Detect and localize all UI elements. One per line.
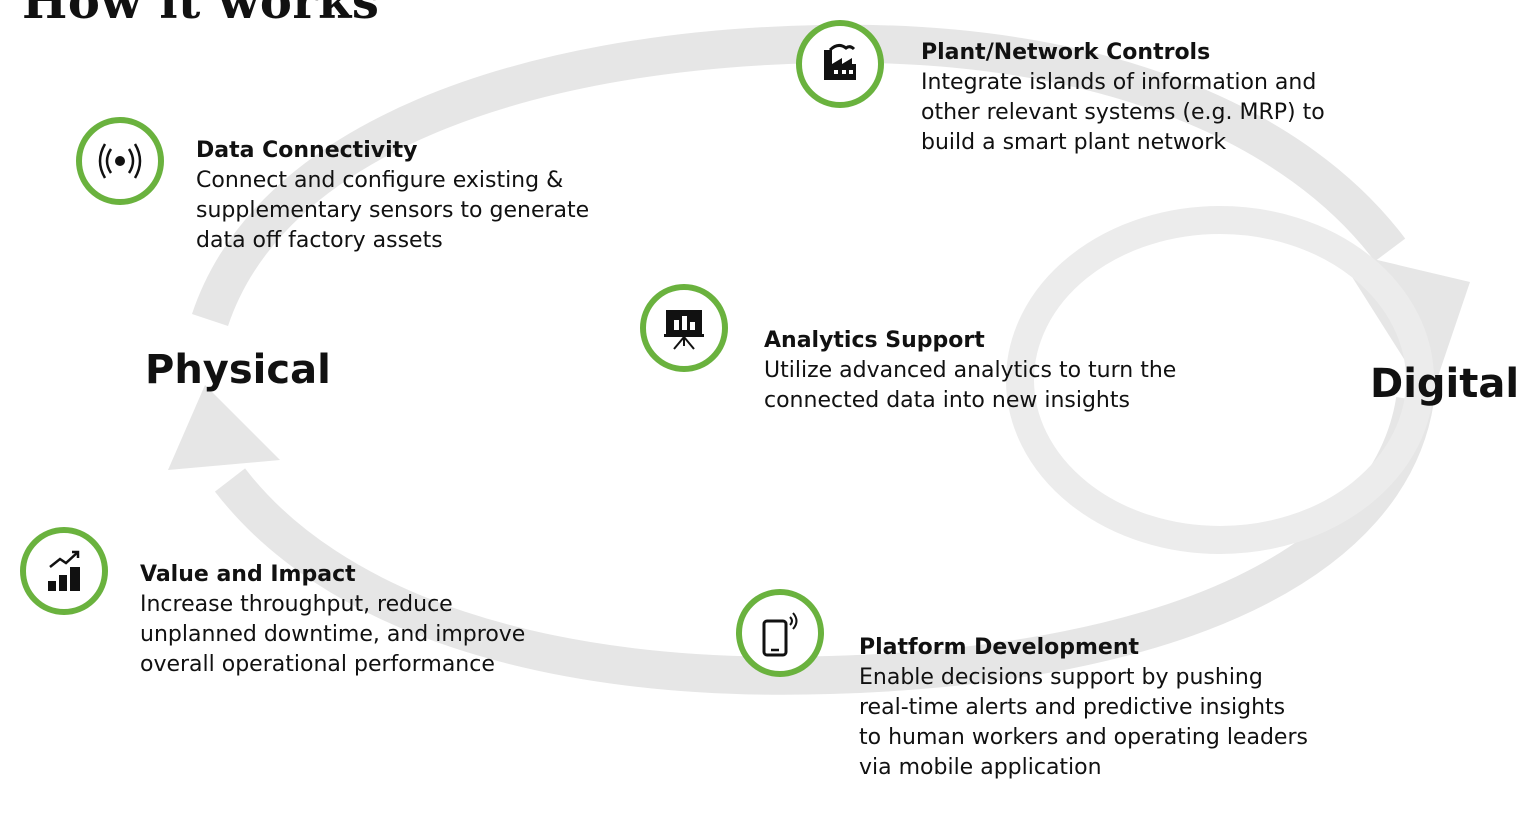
step-title: Analytics Support [764,328,985,353]
growth-glyph [48,550,80,591]
step-value-and-impact: Value and Impact Increase throughput, re… [140,560,570,680]
step-platform-development: Platform Development Enable decisions su… [859,633,1309,783]
step-plant-network-controls: Plant/Network Controls Integrate islands… [921,38,1361,158]
mobile-glyph [762,612,798,657]
mobile-signal-icon [736,589,824,677]
step-description: Utilize advanced analytics to turn the c… [764,358,1177,413]
digital-label: Digital [1370,361,1520,407]
factory-icon [796,20,884,108]
step-title: Platform Development [859,635,1140,660]
presentation-icon [640,284,728,372]
growth-chart-icon [20,527,108,615]
factory-glyph [824,43,856,80]
step-description: Connect and configure existing & supplem… [196,168,590,253]
lower-arrow-shaft [214,396,1434,695]
signal-icon [76,117,164,205]
step-title: Value and Impact [140,562,356,587]
step-analytics-support: Analytics Support Utilize advanced analy… [764,326,1184,416]
physical-label: Physical [145,347,331,393]
step-title: Data Connectivity [196,138,418,163]
step-title: Plant/Network Controls [921,40,1211,65]
presentation-glyph [664,310,704,350]
step-description: Integrate islands of information and oth… [921,70,1325,155]
inner-loop [1006,206,1434,554]
step-description: Increase throughput, reduce unplanned do… [140,592,526,677]
step-data-connectivity: Data Connectivity Connect and configure … [196,136,626,256]
step-description: Enable decisions support by pushing real… [859,665,1308,780]
signal-glyph [98,143,142,179]
page-title: How it works [22,0,380,30]
lower-arrowhead [168,385,280,470]
